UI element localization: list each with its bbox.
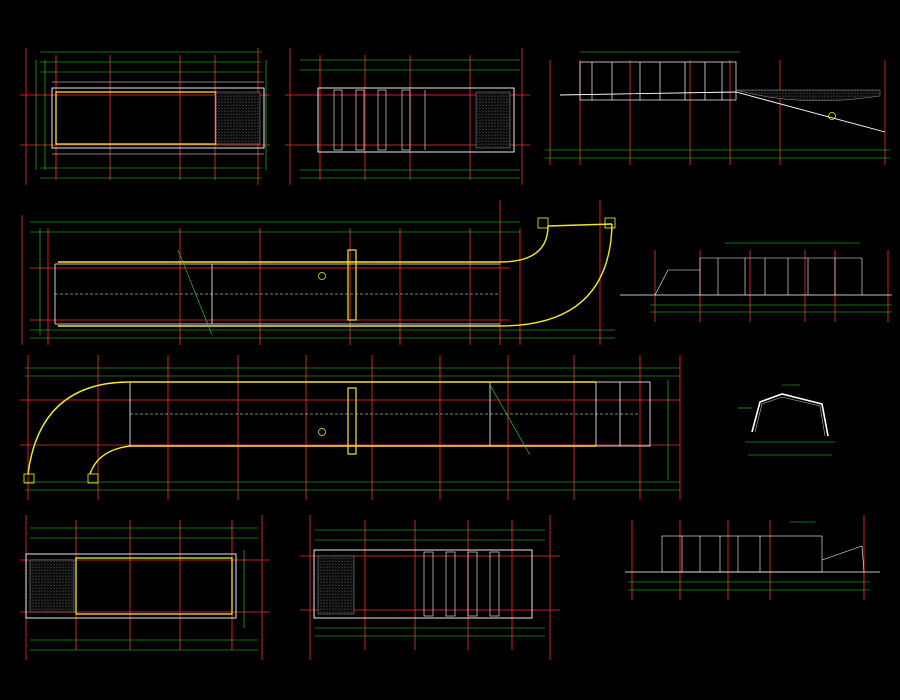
ramp-plan-lower-view [20,355,681,500]
ramp-lower-leader [489,384,531,456]
ramp-lower-marker [318,428,326,436]
ramp-lower-column [347,387,357,455]
elevation-c-grid-lines [631,515,865,600]
plan-a-dimensions [35,51,267,179]
section-a-dimensions [545,51,890,159]
ramp-lower-wall [27,381,596,475]
detail-section-view [738,384,835,456]
plan-b-hatch-area [475,91,511,149]
section-a-grid-lines [549,60,886,165]
elevation-c-dimensions [628,521,870,591]
plan-d-view [300,515,560,660]
plan-c-view [20,515,270,660]
ramp-upper-post-a [537,217,549,229]
ramp-upper-leader [177,249,213,336]
plan-c-outline [25,553,237,619]
detail-section-profile [751,393,829,437]
plan-a-view [20,48,270,185]
plan-d-dimensions [315,529,545,637]
ramp-upper-post-b [604,217,616,229]
plan-d-outline [313,549,533,619]
section-a-view [545,51,890,165]
elevation-b-dimensions [650,242,892,313]
ramp-upper-dimensions [30,221,615,339]
plan-a-hatch-area [215,91,261,145]
section-a-slope-line [559,91,886,133]
ramp-lower-post-a [23,473,35,484]
plan-b-columns [333,89,426,151]
plan-d-hatch-area [317,555,355,615]
ramp-lower-dimensions [25,367,680,491]
plan-a-outline [51,87,265,149]
plan-c-dimensions [30,527,258,651]
ramp-upper-wall [58,223,613,327]
detail-section-inner [754,396,826,437]
detail-section-dimensions [738,384,835,456]
section-a-hatch [735,89,881,102]
ramp-upper-outline [54,263,500,325]
plan-b-dimensions [300,59,520,179]
elevation-c-view [625,515,880,600]
ramp-lower-post-b [87,473,99,484]
plan-b-view [285,48,530,185]
ramp-plan-upper-view [21,200,616,345]
plan-c-wall [75,557,233,615]
ramp-upper-marker [318,272,326,280]
elevation-b-view [620,242,892,322]
plan-b-outline [317,87,515,153]
elevation-b-structure [654,257,863,296]
elevation-c-structure [661,535,865,573]
plan-c-hatch-area [29,559,75,613]
plan-d-columns [423,551,500,617]
plan-a-cross-ticks [52,81,264,155]
ramp-lower-grid-lines [20,355,681,500]
ramp-upper-column [347,249,357,321]
section-a-marker [828,112,836,120]
